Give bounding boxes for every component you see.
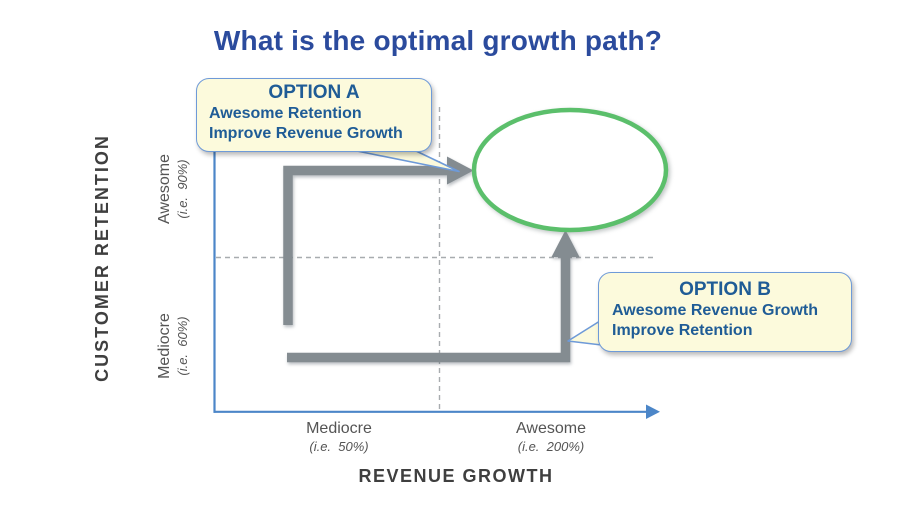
x-axis-title: REVENUE GROWTH bbox=[358, 466, 554, 486]
x-tick-awesome-label: Awesome bbox=[516, 420, 586, 437]
page-title: What is the optimal growth path? bbox=[213, 25, 663, 56]
x-tick-awesome: Awesome (i.e. 200%) bbox=[481, 419, 621, 455]
target-ellipse bbox=[471, 107, 669, 233]
y-tick-mediocre-detail: (i.e. 60%) bbox=[175, 316, 190, 376]
y-tick-awesome: Awesome (i.e. 90%) bbox=[155, 134, 191, 244]
x-tick-mediocre-detail: (i.e. 50%) bbox=[309, 439, 369, 454]
callout-a-title: OPTION A bbox=[268, 82, 360, 103]
y-axis-title: CUSTOMER RETENTION bbox=[92, 134, 112, 382]
callout-a-line-2: Improve Revenue Growth bbox=[209, 124, 403, 142]
callout-a-line-1: Awesome Retention bbox=[209, 105, 362, 122]
y-tick-awesome-detail: (i.e. 90%) bbox=[175, 159, 190, 219]
option-b-arrow bbox=[287, 256, 571, 363]
y-tick-mediocre-label: Mediocre bbox=[156, 313, 173, 379]
y-tick-awesome-label: Awesome bbox=[156, 154, 173, 224]
callout-option-a: OPTION A Awesome Retention Improve Reven… bbox=[196, 78, 432, 152]
x-axis-arrowhead-icon bbox=[646, 404, 660, 419]
y-tick-mediocre: Mediocre (i.e. 60%) bbox=[155, 291, 191, 401]
callout-b-title: OPTION B bbox=[679, 279, 771, 300]
callout-b-line-1: Awesome Revenue Growth bbox=[612, 302, 818, 319]
x-tick-mediocre-label: Mediocre bbox=[306, 420, 372, 437]
callout-b-line-2: Improve Retention bbox=[612, 321, 753, 339]
x-tick-mediocre: Mediocre (i.e. 50%) bbox=[269, 419, 409, 455]
callout-a-tail bbox=[351, 149, 460, 173]
callout-b-tail bbox=[567, 319, 602, 346]
option-a-arrowhead-icon bbox=[447, 156, 474, 185]
callout-option-b: OPTION B Awesome Revenue Growth Improve … bbox=[598, 272, 852, 352]
x-tick-awesome-detail: (i.e. 200%) bbox=[517, 439, 585, 454]
option-a-arrow bbox=[283, 165, 448, 325]
option-b-arrowhead-icon bbox=[551, 230, 580, 257]
